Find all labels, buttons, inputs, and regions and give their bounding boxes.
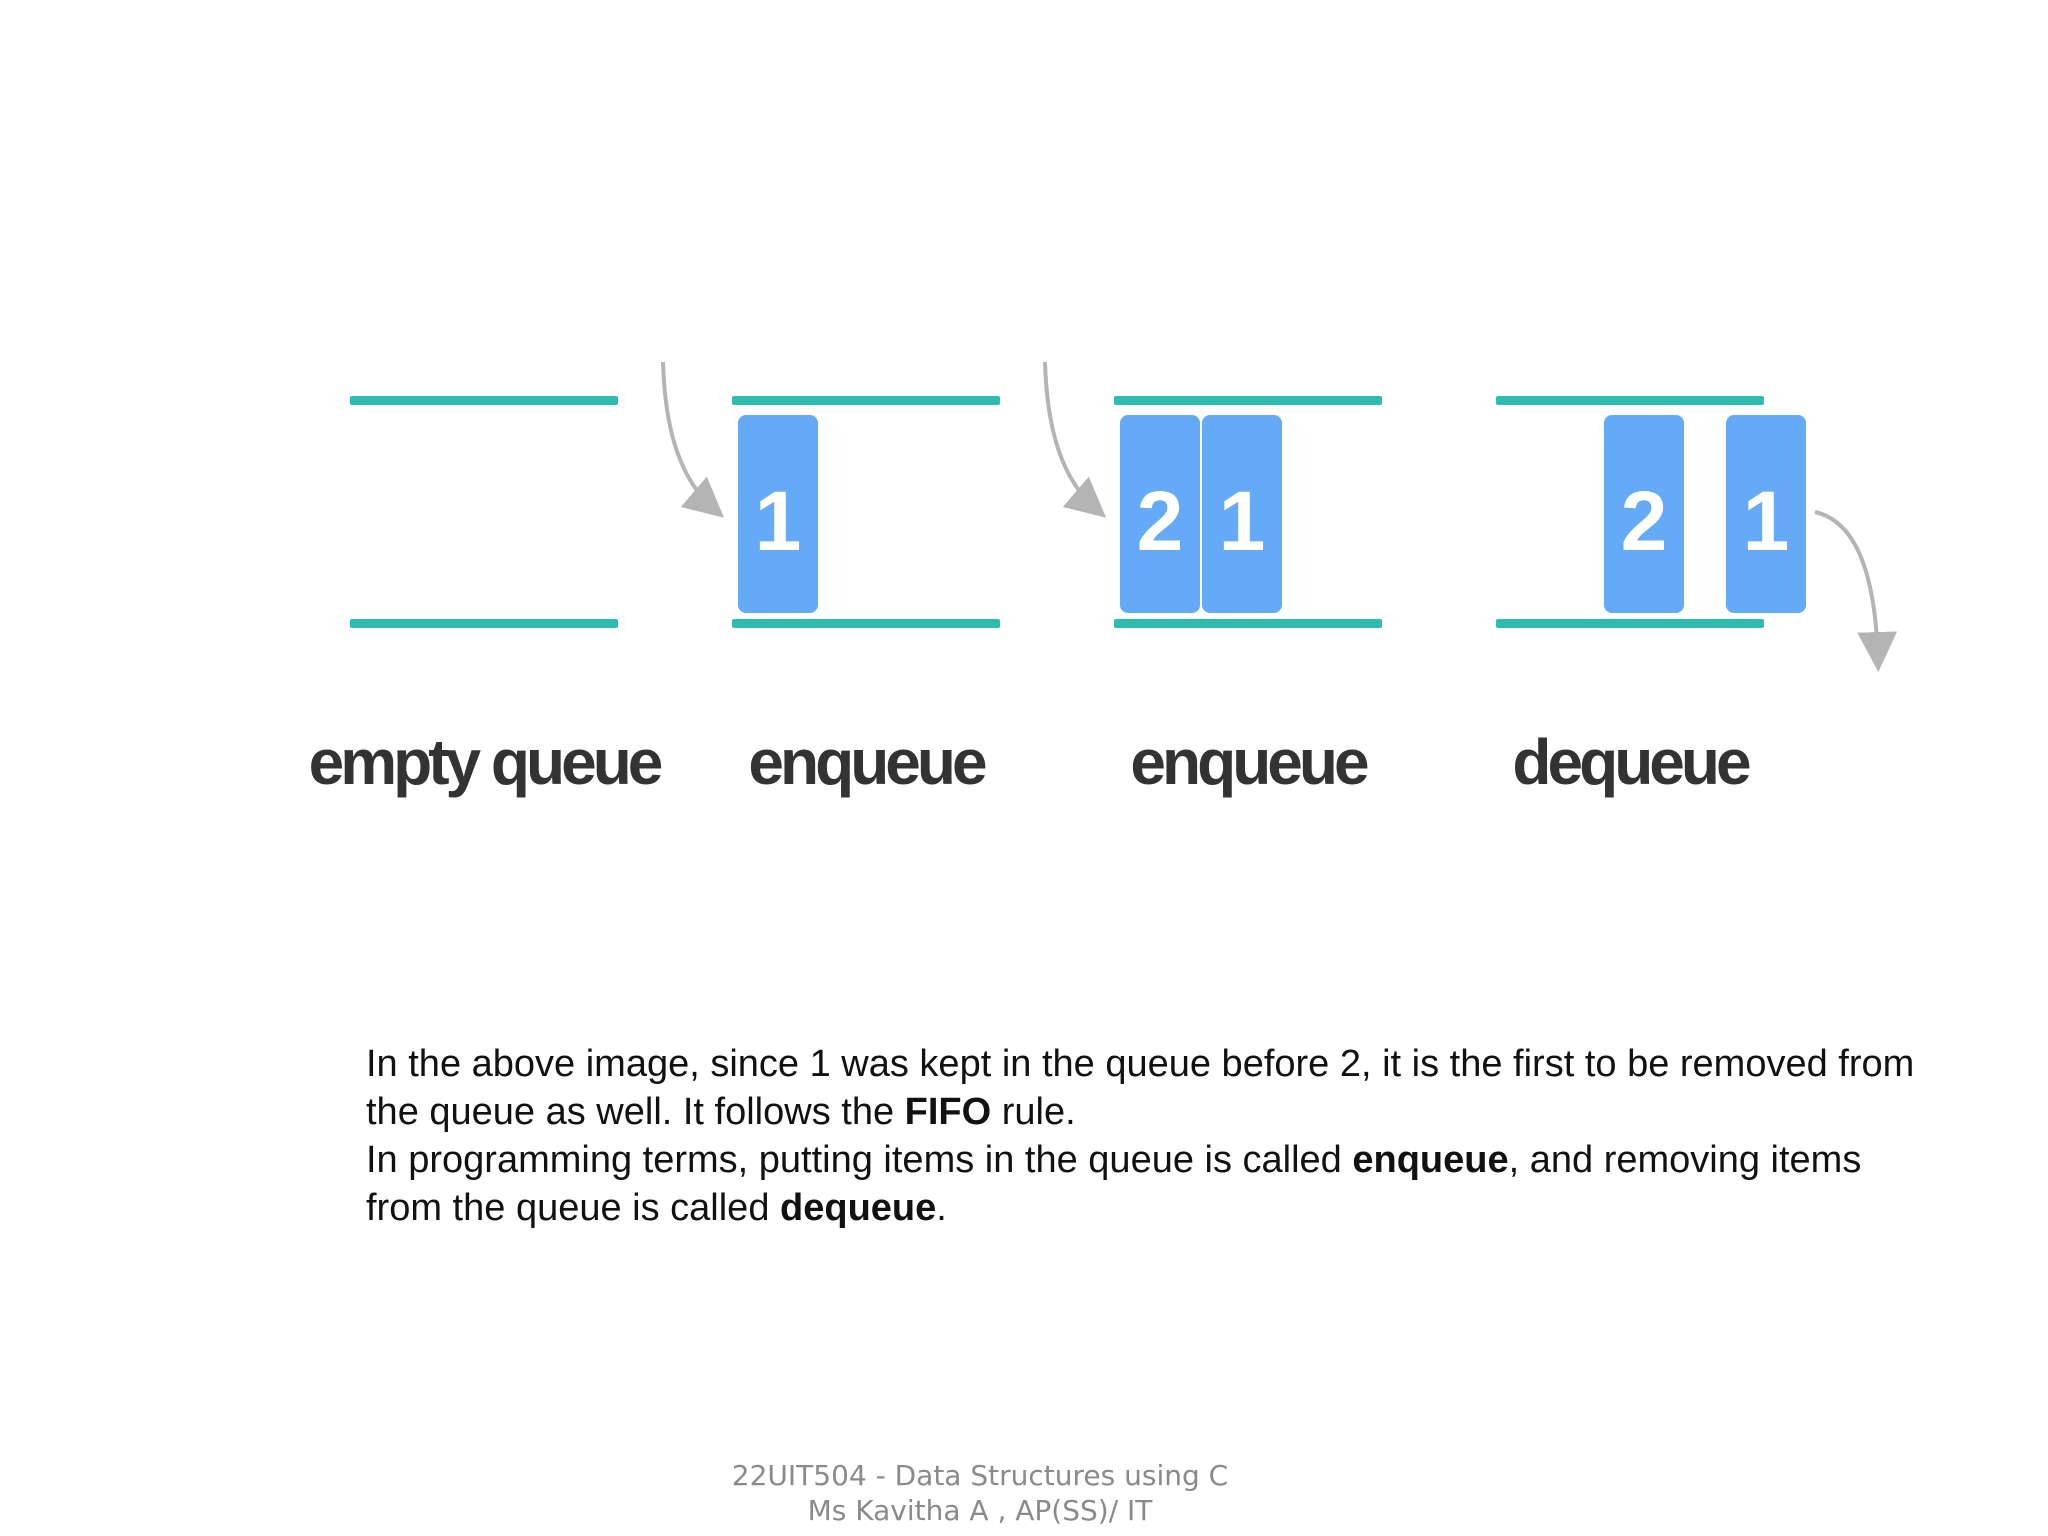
queue-block-value: 1 (1743, 474, 1790, 568)
queue-block-value: 1 (1219, 474, 1266, 568)
enqueue-term: enqueue (1352, 1139, 1509, 1181)
queue-bottom-rail (1114, 619, 1382, 628)
queue-bottom-rail (1496, 619, 1764, 628)
queue-top-rail (350, 396, 618, 405)
stage-label: empty queue (309, 726, 662, 798)
queue-bottom-rail (732, 619, 1000, 628)
fifo-term: FIFO (904, 1091, 992, 1133)
queue-block (1726, 415, 1806, 613)
stage-label: enqueue (1130, 726, 1368, 798)
text-run: rule. (991, 1091, 1076, 1133)
queue-block (1120, 415, 1200, 613)
queue-block (738, 415, 818, 613)
stage-enqueue-2: 2 1 enqueue (1114, 396, 1382, 798)
text-run: . (936, 1187, 947, 1229)
stage-enqueue-1: 1 enqueue (732, 396, 1000, 798)
queue-block-value: 2 (1621, 474, 1668, 568)
footer-author: Ms Kavitha A , AP(SS)/ IT (807, 1494, 1153, 1527)
text-run: In the above image, since 1 was kept in … (366, 1043, 1915, 1133)
queue-block (1604, 415, 1684, 613)
queue-block-value: 1 (755, 474, 802, 568)
queue-top-rail (1114, 396, 1382, 405)
stage-dequeue: 2 1 dequeue (1496, 396, 1806, 798)
text-run: In programming terms, putting items in t… (366, 1139, 1353, 1181)
description-paragraph: In programming terms, putting items in t… (366, 1136, 1946, 1232)
dequeue-term: dequeue (780, 1187, 937, 1229)
stage-label: enqueue (748, 726, 986, 798)
slide-footer: 22UIT504 - Data Structures using C Ms Ka… (580, 1458, 1380, 1528)
description-paragraph: In the above image, since 1 was kept in … (366, 1040, 1946, 1136)
text-run: , and removing items from the queue is c… (366, 1139, 1862, 1229)
stage-empty-queue: empty queue (309, 396, 666, 798)
queue-block (1202, 415, 1282, 613)
enqueue-arrow (1043, 361, 1107, 518)
dequeue-arrow (1814, 510, 1898, 672)
queue-bottom-rail (350, 619, 618, 628)
queue-block-value: 2 (1137, 474, 1184, 568)
description-text: In the above image, since 1 was kept in … (366, 1040, 1946, 1232)
stage-label: dequeue (1512, 726, 1750, 798)
queue-top-rail (1496, 396, 1764, 405)
queue-top-rail (732, 396, 1000, 405)
enqueue-arrow (661, 361, 725, 518)
footer-course: 22UIT504 - Data Structures using C (731, 1459, 1229, 1492)
